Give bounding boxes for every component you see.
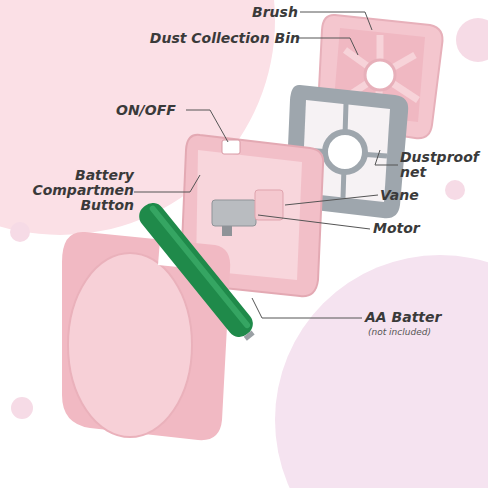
part-label: Dust Collection Bin (104, 31, 300, 46)
part-label: Brush (252, 5, 312, 20)
note-text: (not included) (368, 327, 448, 337)
bin-hole (365, 60, 395, 90)
background-dot (11, 397, 33, 419)
background-dot (445, 180, 465, 200)
part-label: ON/OFF (116, 103, 188, 118)
aa-battery (134, 198, 261, 346)
leader-lines (134, 12, 398, 318)
part-label: Motor (373, 221, 433, 236)
background-dot (456, 18, 488, 62)
background-dot (10, 222, 30, 242)
part-label: AA Batter (365, 310, 455, 325)
part-label: Battery Compartmen Button (14, 168, 134, 213)
part-label: Vane (380, 188, 430, 203)
part-label: Dustproof net (400, 150, 470, 180)
lid-face (68, 253, 192, 437)
switch (222, 140, 240, 154)
net-ring (325, 132, 365, 172)
motor (212, 200, 256, 226)
motor-shaft (222, 226, 232, 236)
